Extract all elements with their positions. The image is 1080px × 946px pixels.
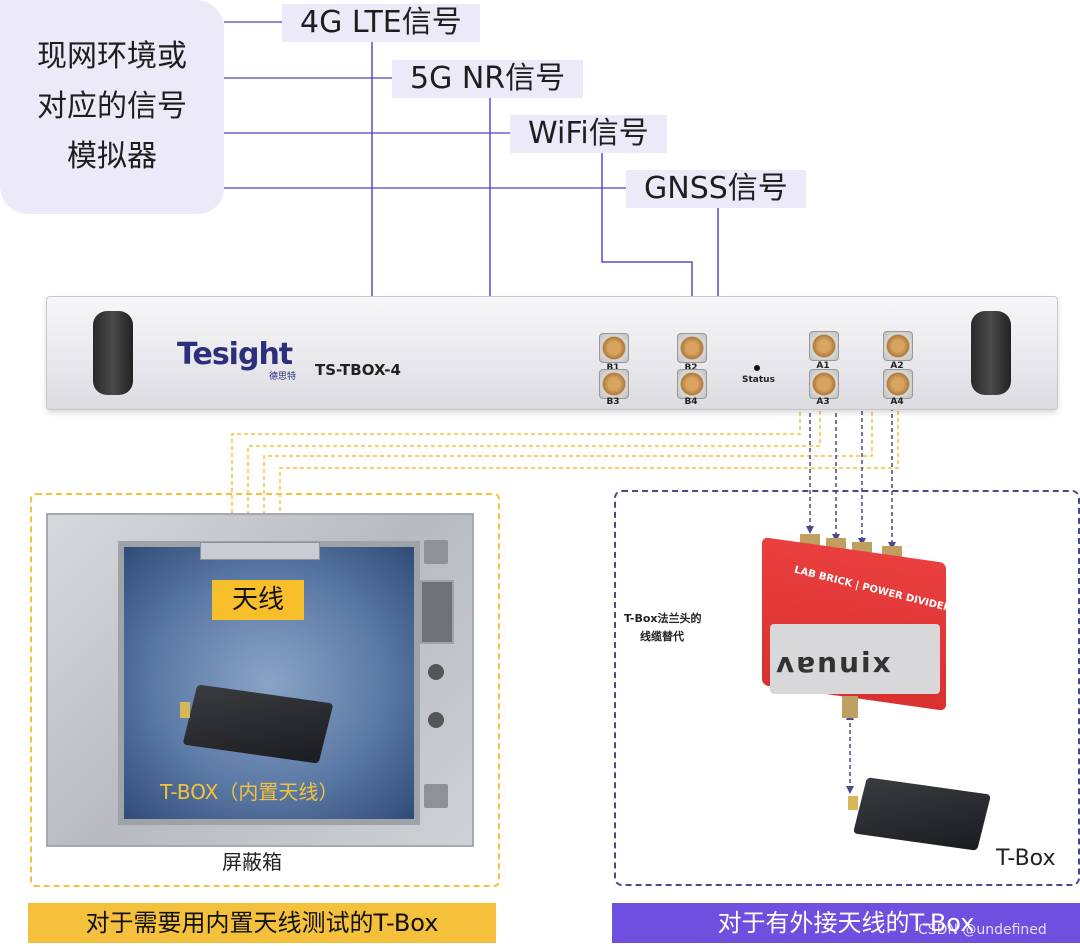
flange-note-line-2: 线缆替代: [640, 630, 684, 643]
chamber-panel-icon: [420, 580, 454, 644]
divider-output-port-icon: [842, 696, 858, 718]
chamber-dashed-frame: [30, 493, 500, 887]
port-a4-icon: [883, 369, 913, 399]
chamber-vent-icon: [424, 540, 448, 564]
signal-label-gnss: GNSS信号: [626, 170, 806, 208]
port-label-b1: B1: [606, 363, 620, 373]
model-label: TS-TBOX-4: [315, 361, 401, 379]
signal-source-text: 现网环境或 对应的信号 模拟器: [37, 39, 187, 174]
rack-handle-left-icon: [93, 311, 133, 395]
a4-to-chamber-line: [279, 390, 899, 513]
signal-label-5g-nr: 5G NR信号: [392, 60, 584, 98]
footer-external-antenna-label: 对于有外接天线的T-Box: [612, 903, 1080, 943]
port-label-b3: B3: [606, 397, 620, 407]
port-a3-icon: [809, 369, 839, 399]
port-label-b4: B4: [684, 397, 698, 407]
power-divider-face: [770, 624, 940, 694]
port-b1-icon: [599, 333, 629, 363]
chamber-vent-icon: [424, 784, 448, 808]
footer-internal-antenna-label: 对于需要用内置天线测试的T-Box: [28, 903, 496, 943]
brand-logo: Tesight: [177, 337, 293, 372]
a1-to-chamber-line: [231, 349, 808, 513]
signal-source-box: 现网环境或 对应的信号 模拟器: [0, 0, 224, 214]
flange-note-line-1: T-Box法兰头的: [624, 612, 702, 625]
ts-tbox-4-rack-unit: Tesight 德思特 TS-TBOX-4 B1 B2 B3 B4 Status…: [46, 296, 1058, 410]
rack-handle-right-icon: [971, 311, 1011, 395]
chamber-knob-icon: [428, 664, 444, 680]
port-label-b2: B2: [684, 363, 698, 373]
port-label-a4: A4: [890, 397, 904, 407]
a3-to-chamber-line: [247, 390, 821, 513]
brand-logo-sub: 德思特: [269, 372, 297, 382]
port-label-a3: A3: [816, 397, 830, 407]
signal-label-4g-lte: 4G LTE信号: [282, 4, 480, 42]
status-label: Status: [742, 375, 775, 385]
chamber-antenna-icon: [200, 542, 320, 560]
chamber-knob-icon: [428, 712, 444, 728]
csdn-watermark: CSDN @undefined: [918, 922, 1047, 938]
antenna-label: 天线: [212, 580, 304, 620]
external-tbox-dashed-frame: [614, 490, 1080, 886]
tbox-external-label: T-Box: [996, 846, 1056, 871]
port-b4-icon: [677, 369, 707, 399]
port-label-a1: A1: [816, 361, 830, 371]
tbox-connector-icon: [180, 702, 190, 718]
a2-to-chamber-line: [263, 349, 880, 513]
status-led-icon: [754, 365, 760, 371]
tbox-internal-label: T-BOX（内置天线）: [160, 780, 339, 804]
signal-label-wifi: WiFi信号: [510, 115, 667, 153]
chamber-label: 屏蔽箱: [222, 850, 282, 874]
port-a2-icon: [883, 331, 913, 361]
tbox-connector-icon: [848, 796, 858, 810]
port-b3-icon: [599, 369, 629, 399]
power-divider-brand: ʌɐnuix: [776, 646, 893, 679]
port-label-a2: A2: [890, 361, 904, 371]
port-a1-icon: [809, 331, 839, 361]
port-b2-icon: [677, 333, 707, 363]
flange-note: T-Box法兰头的 线缆替代: [624, 610, 702, 646]
